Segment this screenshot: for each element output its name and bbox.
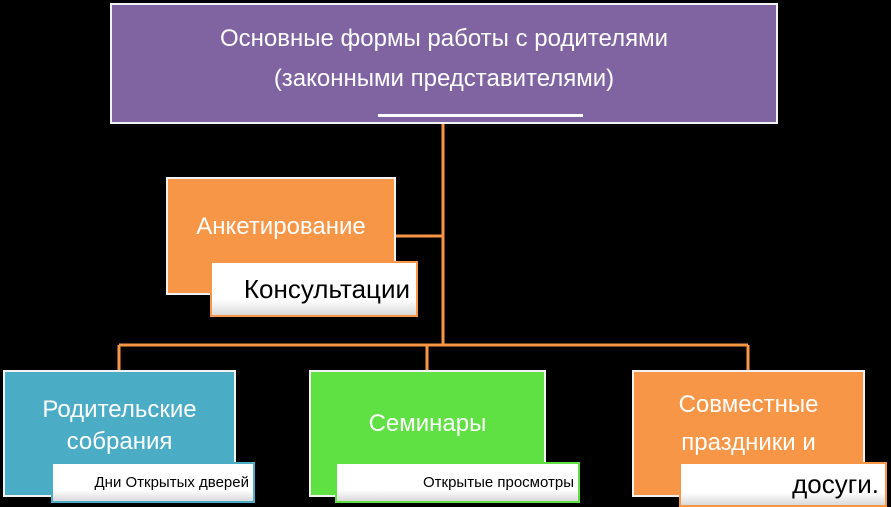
leisure-label: досуги.	[679, 462, 887, 507]
consultations-label: Консультации	[210, 261, 418, 317]
root-underline	[378, 114, 583, 117]
joint-holidays-line-2: праздники и	[681, 429, 816, 456]
consultations-text: Консультации	[243, 273, 410, 304]
joint-holidays-line-1: Совместные	[678, 391, 819, 418]
root-node: Основные формы работы с родителями (зако…	[110, 3, 778, 124]
open-views-label: Открытые просмотры	[335, 462, 580, 503]
seminars-label: Семинары	[368, 410, 487, 437]
leisure-text: досуги.	[792, 469, 879, 499]
root-title-line-2: (законными представителями)	[273, 65, 615, 92]
parents-meetings-line-2: собрания	[66, 428, 173, 455]
open-days-text: Дни Открытых дверей	[94, 474, 250, 491]
open-views-text: Открытые просмотры	[422, 474, 574, 491]
parents-meetings-line-1: Родительские	[42, 396, 197, 423]
root-title-line-1: Основные формы работы с родителями	[220, 25, 668, 52]
open-days-label: Дни Открытых дверей	[51, 462, 255, 503]
survey-label: Анкетирование	[196, 213, 366, 240]
